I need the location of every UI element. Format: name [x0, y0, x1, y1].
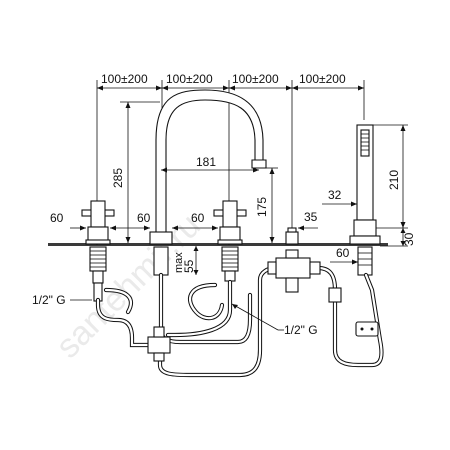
dim-175: 175	[255, 197, 269, 217]
deck-thickness-dimension	[380, 228, 408, 247]
thread-left-text: 1/2" G	[32, 293, 66, 307]
dim-32: 32	[328, 188, 342, 202]
outlet-height-dimension	[262, 167, 278, 243]
hose-weight	[355, 321, 379, 337]
tee-connector	[147, 326, 171, 362]
thread-label-mid	[231, 303, 284, 331]
dim-60-right: 60	[191, 211, 205, 225]
diverter-valve-body	[267, 249, 342, 303]
diverter-knob	[285, 227, 299, 245]
thread-mid-text: 1/2" G	[284, 323, 318, 337]
spout-projection-dimension	[161, 167, 259, 173]
dim-285: 285	[111, 168, 125, 188]
right-cross-handle-valve	[213, 200, 247, 282]
dim-60-left: 60	[50, 211, 64, 225]
spout-height-dimension	[120, 101, 160, 243]
dim-35: 35	[304, 210, 318, 224]
hand-shower-width-dimension	[322, 201, 357, 207]
dim-max: max	[173, 252, 185, 273]
diverter-dimension-35	[298, 225, 318, 231]
dim-30: 30	[402, 232, 416, 246]
dim-60-shower: 60	[336, 246, 350, 260]
dim-top-4: 100±200	[299, 72, 346, 86]
hose-network	[95, 265, 384, 378]
dim-top-3: 100±200	[232, 72, 279, 86]
hand-shower	[349, 124, 381, 276]
dim-181: 181	[196, 155, 216, 169]
spacing-dimensions-60	[70, 225, 358, 265]
dim-60-spout: 60	[137, 211, 151, 225]
dim-top-1: 100±200	[101, 72, 148, 86]
dim-top-2: 100±200	[166, 72, 213, 86]
dim-55: 55	[182, 259, 196, 273]
max-55-dimension	[193, 246, 199, 275]
dim-210: 210	[387, 170, 401, 190]
left-cross-handle-valve	[81, 200, 115, 302]
gooseneck-spout	[149, 89, 267, 276]
